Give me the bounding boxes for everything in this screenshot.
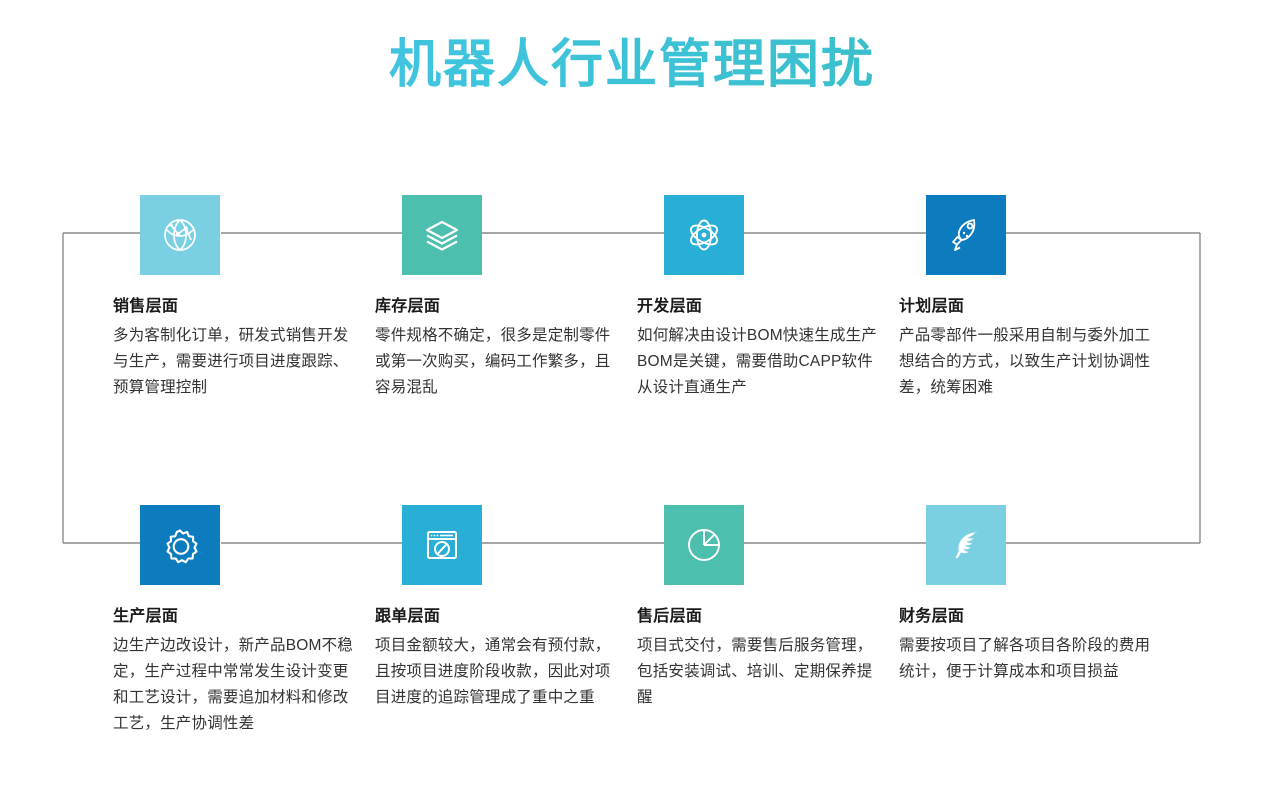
atom-icon <box>682 213 726 257</box>
tile-production[interactable] <box>140 505 220 585</box>
card-inventory[interactable]: 库存层面 零件规格不确定，很多是定制零件或第一次购买，编码工作繁多，且容易混乱 <box>375 195 625 401</box>
pie-chart-icon <box>682 523 726 567</box>
card-production[interactable]: 生产层面 边生产边改设计，新产品BOM不稳定，生产过程中常常发生设计变更和工艺设… <box>113 505 363 737</box>
card-body: 如何解决由设计BOM快速生成生产BOM是关键，需要借助CAPP软件从设计直通生产 <box>637 327 878 396</box>
card-body: 边生产边改设计，新产品BOM不稳定，生产过程中常常发生设计变更和工艺设计，需要追… <box>113 637 354 732</box>
page-title: 机器人行业管理困扰 <box>0 34 1264 96</box>
tile-development[interactable] <box>664 195 744 275</box>
card-heading: 跟单层面 <box>375 608 441 625</box>
tile-after-sales[interactable] <box>664 505 744 585</box>
card-heading: 生产层面 <box>113 608 179 625</box>
card-heading: 销售层面 <box>113 298 179 315</box>
gear-icon <box>158 523 202 567</box>
card-heading: 库存层面 <box>375 298 441 315</box>
browser-compass-icon <box>420 523 464 567</box>
card-heading: 财务层面 <box>899 608 965 625</box>
card-order-tracking[interactable]: 跟单层面 项目金额较大，通常会有预付款，且按项目进度阶段收款，因此对项目进度的追… <box>375 505 625 711</box>
card-heading: 售后层面 <box>637 608 703 625</box>
card-body: 多为客制化订单，研发式销售开发与生产，需要进行项目进度跟踪、预算管理控制 <box>113 327 349 396</box>
card-finance[interactable]: 财务层面 需要按项目了解各项目各阶段的费用统计，便于计算成本和项目损益 <box>899 505 1161 685</box>
card-heading: 计划层面 <box>899 298 965 315</box>
globe-network-icon <box>158 213 202 257</box>
tile-order-tracking[interactable] <box>402 505 482 585</box>
card-planning[interactable]: 计划层面 产品零部件一般采用自制与委外加工想结合的方式，以致生产计划协调性差，统… <box>899 195 1161 401</box>
card-development[interactable]: 开发层面 如何解决由设计BOM快速生成生产BOM是关键，需要借助CAPP软件从设… <box>637 195 887 401</box>
tile-planning[interactable] <box>926 195 1006 275</box>
feather-icon <box>944 523 988 567</box>
card-body: 零件规格不确定，很多是定制零件或第一次购买，编码工作繁多，且容易混乱 <box>375 327 611 396</box>
layers-stack-icon <box>420 213 464 257</box>
rocket-icon <box>944 213 988 257</box>
tile-finance[interactable] <box>926 505 1006 585</box>
card-body: 项目式交付，需要售后服务管理，包括安装调试、培训、定期保养提醒 <box>637 637 873 706</box>
card-body: 项目金额较大，通常会有预付款，且按项目进度阶段收款，因此对项目进度的追踪管理成了… <box>375 637 611 706</box>
tile-sales[interactable] <box>140 195 220 275</box>
card-body: 产品零部件一般采用自制与委外加工想结合的方式，以致生产计划协调性差，统筹困难 <box>899 327 1151 396</box>
card-heading: 开发层面 <box>637 298 703 315</box>
tile-inventory[interactable] <box>402 195 482 275</box>
card-after-sales[interactable]: 售后层面 项目式交付，需要售后服务管理，包括安装调试、培训、定期保养提醒 <box>637 505 887 711</box>
card-body: 需要按项目了解各项目各阶段的费用统计，便于计算成本和项目损益 <box>899 637 1151 680</box>
card-sales[interactable]: 销售层面 多为客制化订单，研发式销售开发与生产，需要进行项目进度跟踪、预算管理控… <box>113 195 363 401</box>
